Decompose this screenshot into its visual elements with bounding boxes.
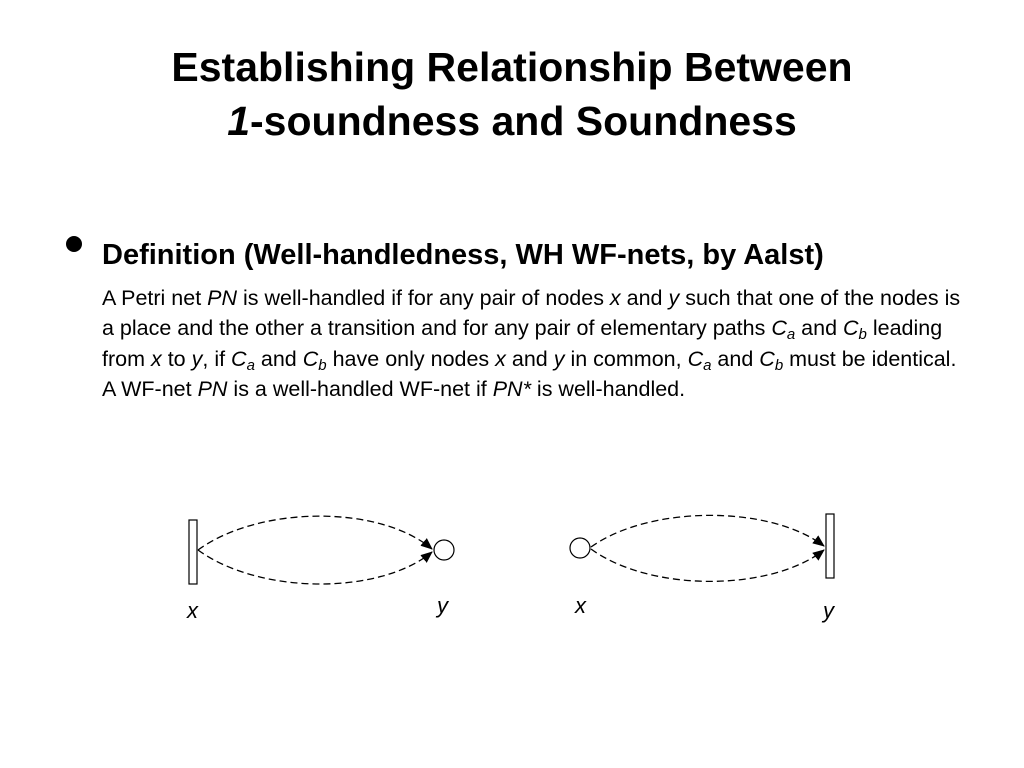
petri-net-diagrams: x y x y <box>0 480 1024 670</box>
def-var-c: C <box>759 346 775 371</box>
def-text: and <box>620 286 669 310</box>
definition-body: A Petri net PN is well-handled if for an… <box>102 283 962 405</box>
def-sub: a <box>786 326 796 344</box>
label-y-left: y <box>437 593 448 618</box>
diagram-svg <box>188 513 835 585</box>
def-var-pn: PN <box>207 286 238 310</box>
transition-y-right <box>825 513 835 579</box>
def-text: is well-handled if for any pair of nodes <box>237 286 610 310</box>
def-text: is a well-handled WF-net if <box>227 377 493 402</box>
def-text: A Petri net <box>102 286 208 310</box>
def-sub: b <box>318 356 327 374</box>
bullet-dot <box>66 236 82 252</box>
title-line-2-text: -soundness and Soundness <box>250 98 797 144</box>
def-var-c: C <box>687 346 704 371</box>
def-text: , if <box>202 346 232 371</box>
def-var-pn-star: PN* <box>492 377 531 402</box>
def-var-x: x <box>150 346 162 371</box>
arc-upper-left <box>197 515 433 551</box>
def-sub: a <box>246 356 255 374</box>
def-text: is well-handled. <box>530 377 686 402</box>
title-number: 1 <box>227 98 251 144</box>
def-var-pn: PN <box>197 377 228 402</box>
arc-upper-right <box>590 514 825 548</box>
def-text: leading from <box>102 316 943 371</box>
place-x-right <box>569 537 591 559</box>
label-x-right: x <box>575 593 586 618</box>
arc-lower-right <box>590 548 825 582</box>
def-sub: b <box>774 356 784 374</box>
def-text: must be identical. A WF-net <box>102 346 957 402</box>
def-text: and <box>711 346 760 371</box>
def-var-c: C <box>302 346 319 371</box>
def-var-y: y <box>668 286 680 310</box>
arc-lower-left <box>197 549 433 585</box>
def-var-c: C <box>843 316 859 341</box>
def-var-x: x <box>495 346 506 371</box>
place-y-left <box>433 539 455 561</box>
def-var-y: y <box>191 346 203 371</box>
def-text: such that one of the nodes is a place an… <box>102 286 961 341</box>
def-var-x: x <box>609 286 621 310</box>
def-text: and <box>505 346 554 371</box>
def-text: to <box>161 346 192 371</box>
diagram-right <box>569 513 835 582</box>
def-var-y: y <box>553 346 565 371</box>
transition-x-left <box>188 519 198 585</box>
def-var-c: C <box>771 316 787 341</box>
def-sub: b <box>858 326 867 344</box>
def-sub: a <box>703 356 712 374</box>
diagram-left <box>188 515 455 585</box>
def-text: and <box>795 316 844 341</box>
definition-heading: Definition (Well-handledness, WH WF-nets… <box>102 239 824 271</box>
title-line-1: Establishing Relationship Between <box>171 44 853 90</box>
title-line-2: 1-soundness and Soundness <box>0 94 1024 148</box>
def-text: have only nodes <box>326 346 496 371</box>
def-text: in common, <box>564 346 688 371</box>
label-y-right: y <box>823 598 834 623</box>
label-x-left: x <box>187 598 198 623</box>
def-var-c: C <box>231 346 247 371</box>
def-text: and <box>254 346 303 371</box>
slide-title: Establishing Relationship Between 1-soun… <box>0 40 1024 148</box>
